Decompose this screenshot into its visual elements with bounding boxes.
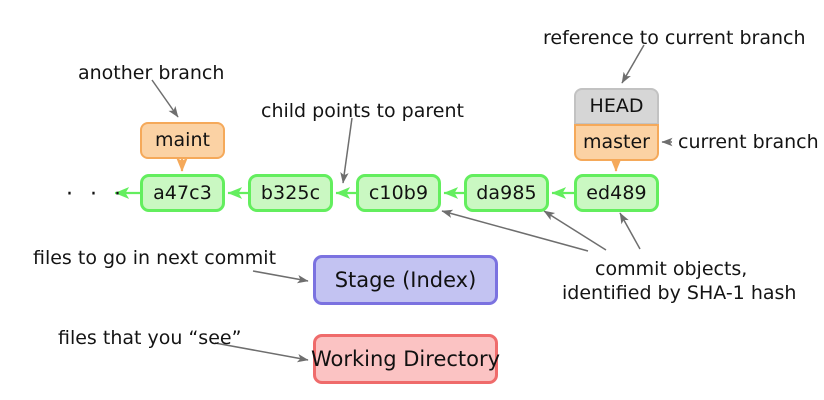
commit-node-b325c[interactable]: b325c: [248, 174, 333, 212]
branch-label-master[interactable]: master: [574, 124, 659, 161]
annotation-reference-to-current-branch: reference to current branch: [543, 27, 806, 49]
leader-commit-objects-to-ed489: [619, 212, 641, 250]
annotation-another-branch: another branch: [78, 62, 225, 84]
commit-node-ed489[interactable]: ed489: [574, 174, 659, 212]
head-label[interactable]: HEAD: [574, 88, 659, 125]
stage-index-box[interactable]: Stage (Index): [313, 255, 498, 305]
commit-node-da985[interactable]: da985: [464, 174, 549, 212]
annotation-files-that-you-see: files that you “see”: [58, 327, 242, 349]
branch-label-maint[interactable]: maint: [140, 122, 225, 159]
commit-node-c10b9[interactable]: c10b9: [356, 174, 441, 212]
leader-commit-objects-to-da985: [543, 210, 607, 251]
annotation-commit-objects-sha: identified by SHA-1 hash: [562, 282, 797, 304]
older-history-ellipsis: · · ·: [66, 182, 126, 207]
leader-files-to-go-in-next-commit: [252, 270, 309, 284]
annotation-child-points-to-parent: child points to parent: [261, 100, 464, 122]
annotation-commit-objects: commit objects,: [595, 258, 748, 280]
branch-ref-arrows: [176, 157, 622, 172]
commit-node-a47c3[interactable]: a47c3: [140, 174, 225, 212]
annotation-files-to-go-in-next-commit: files to go in next commit: [33, 247, 277, 269]
annotation-current-branch: current branch: [678, 131, 819, 153]
leader-commit-objects-to-c10b9: [441, 209, 589, 252]
leader-child-points-to-parent: [340, 117, 353, 184]
working-directory-box[interactable]: Working Directory: [311, 334, 500, 384]
